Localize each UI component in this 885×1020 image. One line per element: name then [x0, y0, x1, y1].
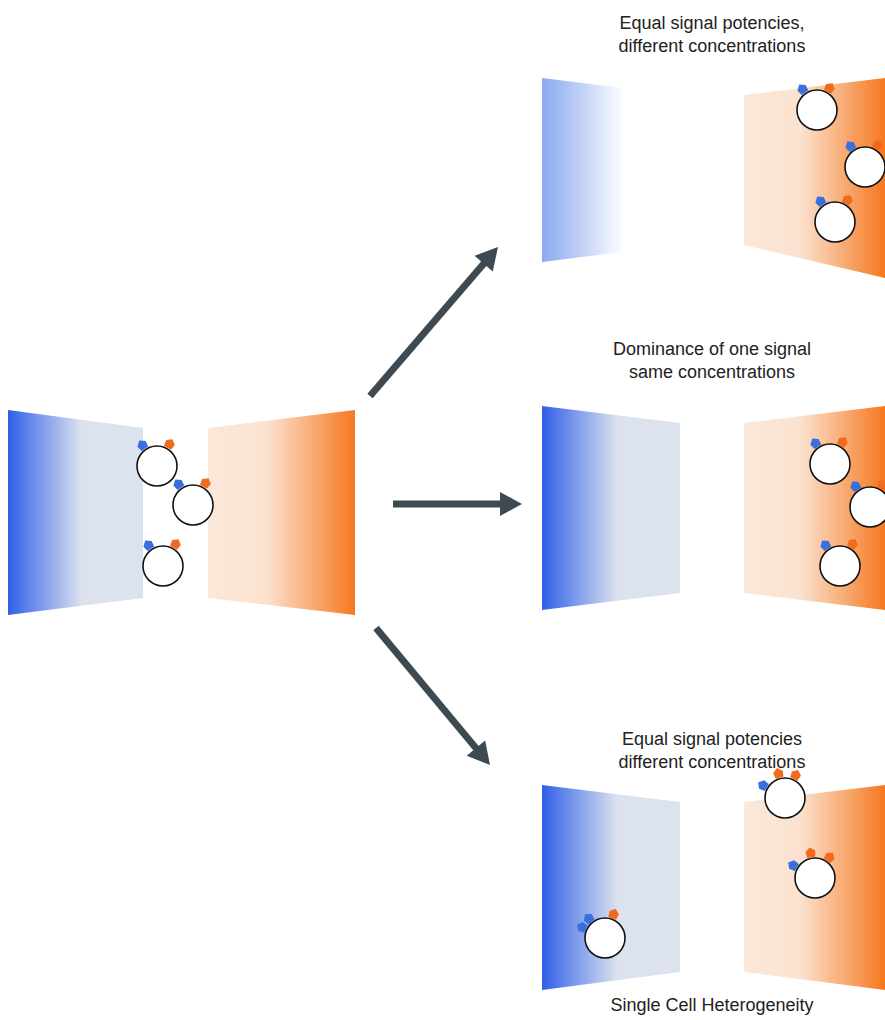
receptor: [795, 82, 809, 96]
receptor: [808, 436, 822, 450]
receptor: [581, 911, 595, 925]
receptor: [848, 479, 862, 493]
arrow: [393, 492, 522, 516]
cell: [171, 476, 213, 525]
orange-panel: [208, 410, 355, 615]
receptor: [841, 193, 855, 207]
receptor: [813, 194, 827, 208]
blue-panel: [542, 785, 680, 990]
orange-panel: [744, 785, 885, 990]
receptor: [163, 437, 177, 451]
cell: [575, 907, 625, 958]
receptor: [169, 537, 183, 551]
receptor: [805, 847, 817, 859]
receptor: [823, 850, 837, 864]
receptor: [876, 478, 885, 492]
receptor: [843, 139, 857, 153]
receptor: [836, 435, 850, 449]
arrow: [370, 247, 498, 396]
receptor: [171, 477, 185, 491]
orange-panel: [744, 78, 885, 278]
receptor: [846, 537, 860, 551]
cell: [135, 437, 177, 486]
receptor: [141, 538, 155, 552]
cell: [795, 81, 837, 130]
cell: [141, 537, 183, 586]
receptor: [871, 138, 885, 152]
receptor: [199, 476, 213, 490]
receptor: [756, 778, 770, 792]
arrow: [376, 628, 490, 765]
blue-panel: [542, 78, 680, 262]
blue-panel: [8, 410, 143, 615]
cell: [848, 478, 885, 527]
panel-label: Equal signal potencies different concent…: [597, 728, 827, 774]
cell: [786, 847, 837, 898]
receptor: [786, 858, 800, 872]
blue-panel: [542, 406, 680, 610]
panel-label: Dominance of one signal same concentrati…: [597, 338, 827, 384]
cell: [808, 435, 850, 484]
receptor: [823, 81, 837, 95]
receptor: [135, 438, 149, 452]
cell: [756, 767, 805, 818]
receptor: [818, 538, 832, 552]
cell: [818, 537, 860, 586]
receptor: [607, 907, 620, 920]
cell: [813, 193, 855, 242]
panel-label: Single Cell Heterogeneity: [562, 994, 862, 1017]
panel-label: Equal signal potencies, different concen…: [597, 12, 827, 58]
cell: [843, 138, 885, 187]
